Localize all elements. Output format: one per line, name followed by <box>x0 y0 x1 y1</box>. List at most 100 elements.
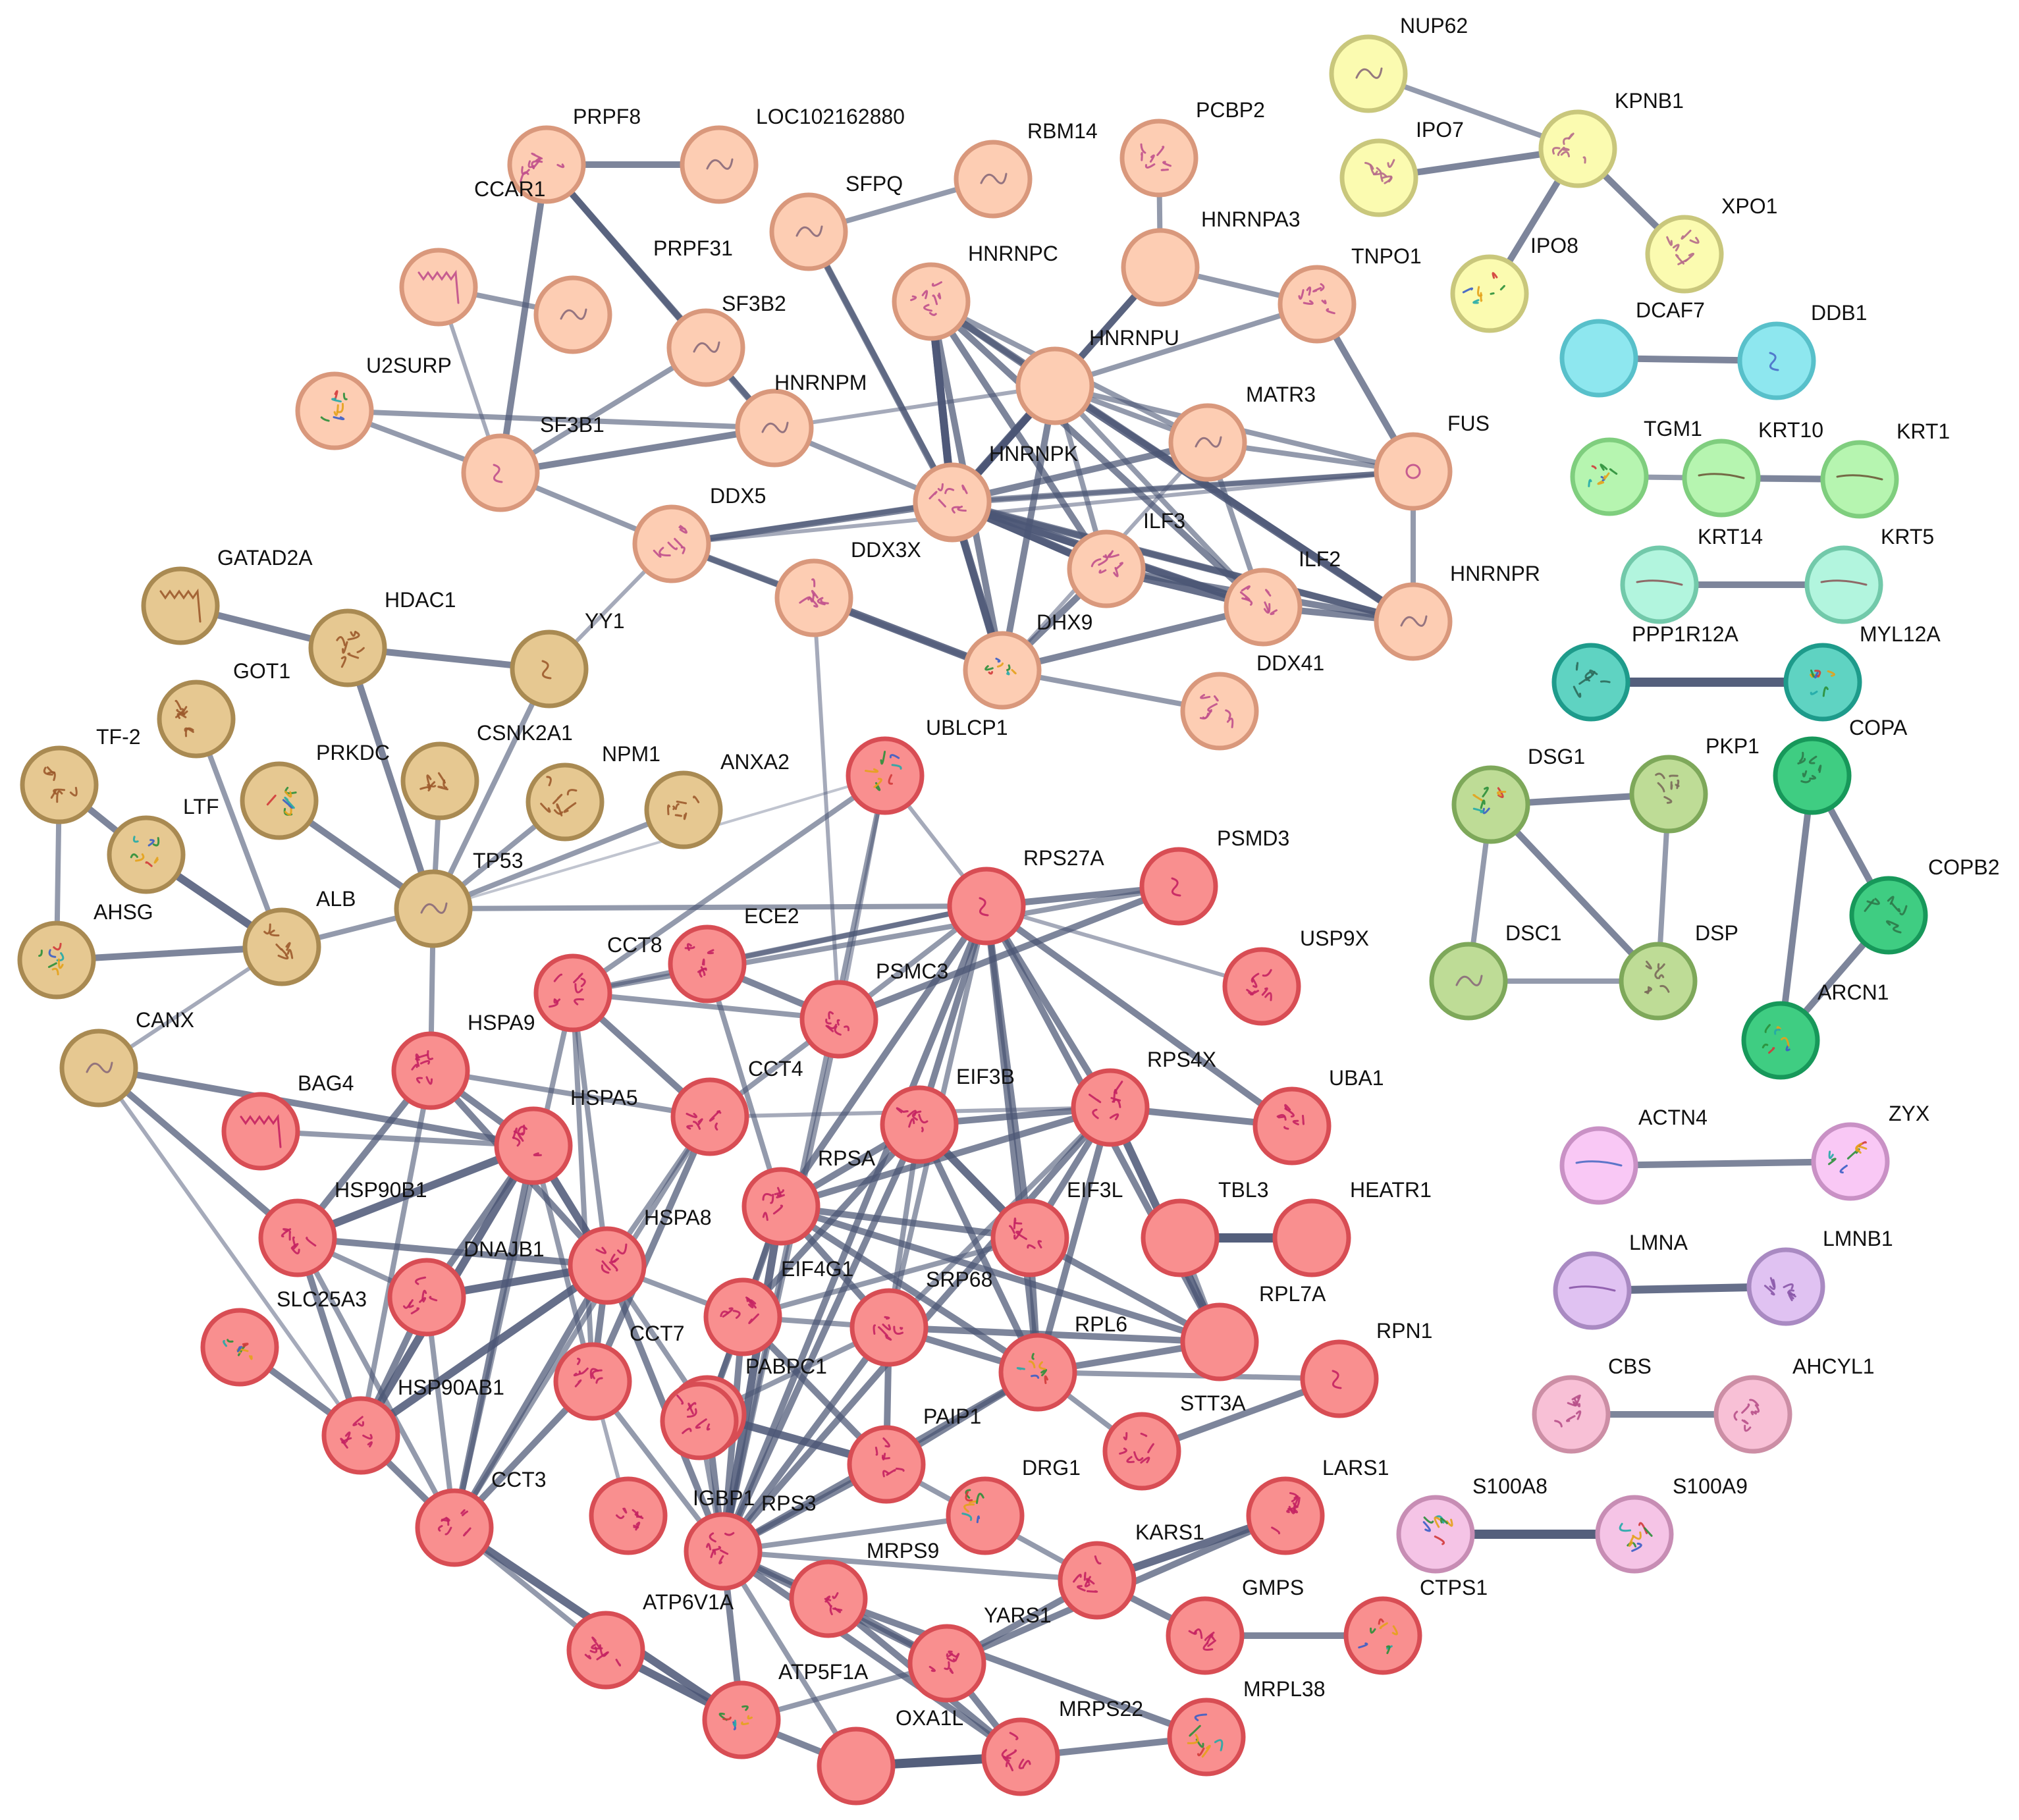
protein-node-ppp1r12a[interactable]: PPP1R12A <box>1551 622 1739 722</box>
protein-node-dcaf7[interactable]: DCAF7 <box>1559 298 1705 398</box>
node-circle[interactable] <box>394 869 473 948</box>
node-circle[interactable] <box>1532 1375 1611 1454</box>
node-circle[interactable] <box>1451 765 1530 844</box>
protein-node-ahsg[interactable]: AHSG <box>17 900 153 1000</box>
node-circle[interactable] <box>1374 582 1453 661</box>
node-circle[interactable] <box>680 125 759 204</box>
protein-node-matr3[interactable]: MATR3 <box>1168 383 1316 482</box>
node-circle[interactable] <box>846 736 925 815</box>
node-circle[interactable] <box>1804 545 1883 624</box>
node-circle[interactable] <box>963 631 1042 710</box>
protein-node-hsp90ab1[interactable]: HSP90AB1 <box>321 1376 504 1475</box>
protein-node-cbs[interactable]: CBS <box>1532 1354 1652 1454</box>
node-circle[interactable] <box>998 1333 1077 1412</box>
protein-node-s100a9[interactable]: S100A9 <box>1595 1474 1748 1574</box>
protein-node-dnajb1[interactable]: DNAJB1 <box>387 1237 545 1337</box>
protein-node-ece2[interactable]: ECE2 <box>668 904 799 1004</box>
node-circle[interactable] <box>1224 568 1303 647</box>
node-circle[interactable] <box>1538 109 1617 188</box>
protein-node-ddb1[interactable]: DDB1 <box>1737 301 1867 400</box>
node-circle[interactable] <box>566 1611 645 1690</box>
protein-node-ccar1_b[interactable] <box>295 371 374 450</box>
protein-node-arcn1[interactable]: ARCN1 <box>1741 980 1889 1080</box>
protein-node-pcbp2[interactable]: PCBP2 <box>1119 98 1265 198</box>
node-circle[interactable] <box>1067 529 1146 608</box>
node-circle[interactable] <box>1300 1339 1379 1418</box>
node-circle[interactable] <box>769 192 848 271</box>
node-circle[interactable] <box>1246 1476 1325 1555</box>
node-circle[interactable] <box>1783 643 1862 722</box>
node-circle[interactable] <box>1645 215 1724 294</box>
protein-node-igbp1[interactable]: IGBP1 <box>660 1381 755 1510</box>
protein-node-hnrnpr[interactable]: HNRNPR <box>1374 562 1540 661</box>
protein-node-mrps9[interactable]: MRPS9 <box>789 1539 939 1638</box>
node-circle[interactable] <box>20 745 99 824</box>
node-circle[interactable] <box>258 1198 337 1277</box>
protein-node-dsg1[interactable]: DSG1 <box>1451 745 1585 844</box>
protein-node-psmc3[interactable]: PSMC3 <box>799 959 948 1059</box>
node-circle[interactable] <box>1820 440 1899 519</box>
node-circle[interactable] <box>990 1198 1069 1277</box>
protein-node-psmd3[interactable]: PSMD3 <box>1139 826 1289 926</box>
node-circle[interactable] <box>533 275 612 354</box>
protein-node-sf3b2[interactable]: SF3B2 <box>722 292 814 468</box>
protein-node-s100a8[interactable]: S100A8 <box>1396 1474 1548 1574</box>
protein-node-atp6v1a[interactable]: ATP6V1A <box>566 1590 734 1690</box>
protein-node-rpl6[interactable]: RPL6 <box>998 1312 1127 1412</box>
protein-node-copb2[interactable]: COPB2 <box>1849 855 1999 955</box>
protein-node-tgm1[interactable]: TGM1 <box>1570 417 1702 516</box>
node-circle[interactable] <box>400 741 479 820</box>
node-circle[interactable] <box>1559 319 1638 398</box>
protein-node-eif4g1[interactable]: EIF4G1 <box>703 1257 853 1356</box>
node-circle[interactable] <box>507 125 586 204</box>
protein-node-u2surp[interactable]: U2SURP <box>366 248 478 377</box>
node-circle[interactable] <box>1139 847 1218 926</box>
node-circle[interactable] <box>817 1726 896 1806</box>
protein-node-got1[interactable]: GOT1 <box>157 659 290 759</box>
protein-node-alb[interactable]: ALB <box>242 887 356 986</box>
protein-node-hspa8[interactable]: HSPA8 <box>568 1206 712 1305</box>
protein-node-eif3l[interactable]: EIF3L <box>990 1178 1123 1277</box>
node-circle[interactable] <box>1619 942 1698 1021</box>
node-circle[interactable] <box>1682 439 1761 518</box>
node-circle[interactable] <box>415 1488 494 1567</box>
node-circle[interactable] <box>1180 1302 1259 1381</box>
node-circle[interactable] <box>141 566 220 645</box>
protein-node-fus[interactable]: FUS <box>1374 412 1490 511</box>
protein-node-cct3[interactable]: CCT3 <box>415 1468 547 1567</box>
protein-node-csnk2a1[interactable]: CSNK2A1 <box>400 721 573 820</box>
protein-node-kars1[interactable]: KARS1 <box>1058 1520 1204 1620</box>
protein-node-krt1[interactable]: KRT1 <box>1820 419 1950 519</box>
protein-node-loc102162880[interactable]: LOC102162880 <box>680 105 905 204</box>
node-circle[interactable] <box>735 388 814 468</box>
node-circle[interactable] <box>1811 1122 1890 1201</box>
node-circle[interactable] <box>525 763 605 842</box>
node-circle[interactable] <box>1180 672 1259 751</box>
protein-node-igbp1_b[interactable] <box>589 1476 668 1555</box>
node-circle[interactable] <box>387 1258 466 1337</box>
node-circle[interactable] <box>1595 1495 1674 1574</box>
node-circle[interactable] <box>668 924 747 1004</box>
node-circle[interactable] <box>1329 34 1408 113</box>
protein-node-bag4[interactable]: BAG4 <box>221 1071 354 1171</box>
node-circle[interactable] <box>702 1680 781 1759</box>
protein-node-nup62[interactable]: NUP62 <box>1329 14 1468 113</box>
protein-node-sfpq[interactable]: SFPQ <box>769 172 903 271</box>
node-circle[interactable] <box>589 1476 668 1555</box>
node-circle[interactable] <box>1252 1086 1332 1165</box>
node-circle[interactable] <box>1551 643 1630 722</box>
node-circle[interactable] <box>1278 265 1357 344</box>
node-circle[interactable] <box>913 462 992 541</box>
protein-node-dhx9[interactable]: DHX9 <box>963 610 1092 710</box>
protein-node-ublcp1[interactable]: UBLCP1 <box>846 716 1008 815</box>
protein-node-zyx[interactable]: ZYX <box>1811 1102 1929 1201</box>
protein-node-prpf31[interactable]: PRPF31 <box>653 236 745 387</box>
node-circle[interactable] <box>1741 1001 1820 1080</box>
protein-node-srp68[interactable]: SRP68 <box>849 1268 992 1367</box>
protein-node-ipo8[interactable]: IPO8 <box>1450 234 1578 333</box>
protein-node-rpl7a[interactable]: RPL7A <box>1180 1282 1326 1381</box>
node-circle[interactable] <box>399 248 478 327</box>
node-circle[interactable] <box>1071 1068 1150 1147</box>
protein-node-mrpl38[interactable]: MRPL38 <box>1167 1677 1326 1777</box>
protein-node-gmps[interactable]: GMPS <box>1166 1576 1304 1675</box>
